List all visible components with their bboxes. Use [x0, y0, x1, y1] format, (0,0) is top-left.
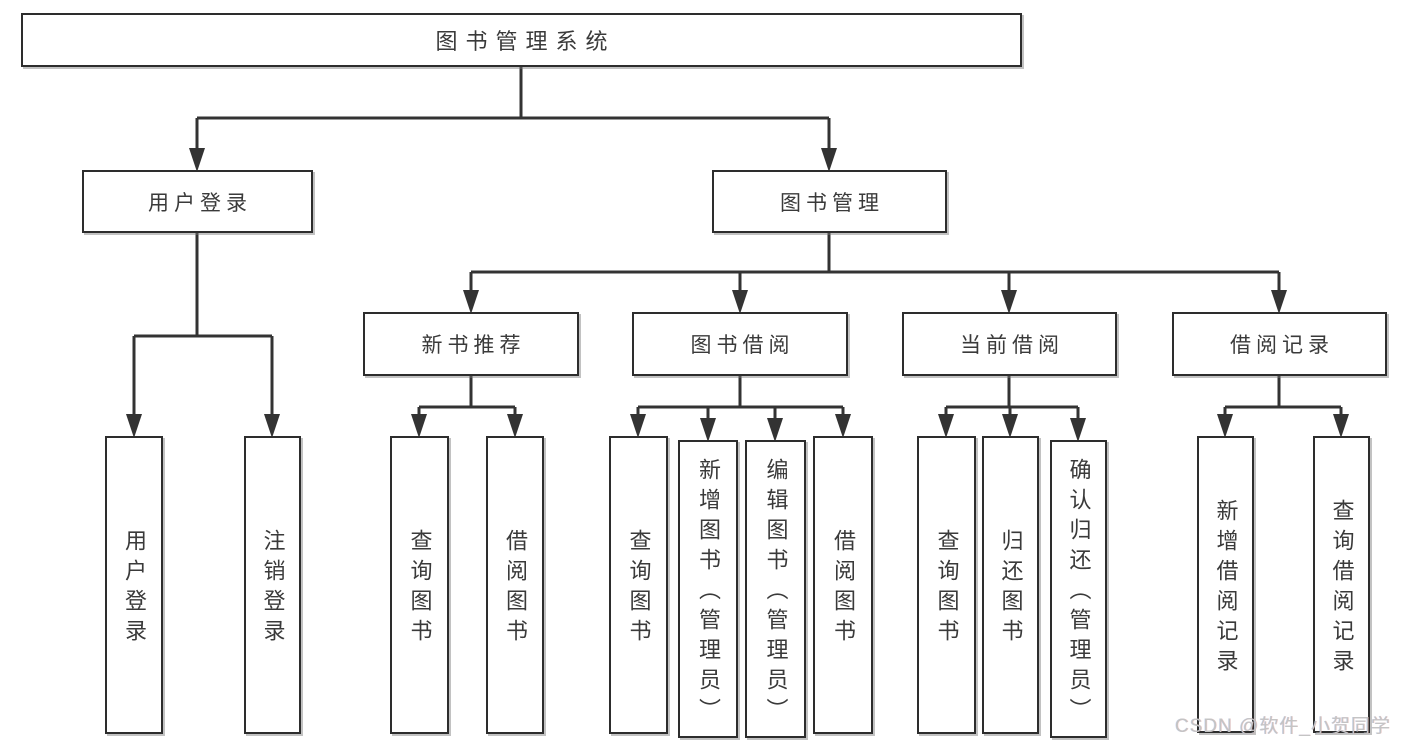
arrowhead-down-icon [126, 414, 142, 438]
node-label-leaf-cb-return-book: 归还图书 [998, 529, 1024, 649]
arrowhead-down-icon [1271, 290, 1287, 314]
arrowhead-down-icon [938, 414, 954, 438]
node-leaf-br-add-record: 新增借阅记录 [1197, 436, 1254, 733]
node-label-leaf-br-add-record: 新增借阅记录 [1213, 498, 1239, 679]
arrowhead-down-icon [507, 414, 523, 438]
arrowhead-down-icon [630, 414, 646, 438]
node-system-root: 图书管理系统 [21, 13, 1022, 67]
arrowhead-down-icon [1001, 290, 1017, 314]
node-leaf-cb-return-book: 归还图书 [982, 436, 1039, 734]
node-label-leaf-user-login: 用户登录 [122, 529, 147, 649]
node-branch-user-login: 用户登录 [82, 170, 313, 233]
node-leaf-nb-borrow-book: 借阅图书 [486, 436, 544, 734]
node-group-book-borrow: 图书借阅 [632, 312, 848, 376]
arrowhead-down-icon [1217, 414, 1233, 438]
node-label-leaf-bb-query-book: 查询图书 [626, 529, 652, 649]
arrowhead-down-icon [411, 414, 427, 438]
node-label-leaf-user-logout: 注销登录 [260, 529, 286, 649]
node-label-leaf-nb-query-book: 查询图书 [407, 529, 433, 649]
node-label-system-root: 图书管理系统 [435, 29, 616, 54]
node-leaf-bb-add-book: 新增图书（管理员） [678, 440, 738, 738]
node-label-group-current-borrow: 当前借阅 [960, 334, 1064, 357]
node-group-current-borrow: 当前借阅 [902, 312, 1117, 376]
node-label-leaf-bb-borrow-book: 借阅图书 [831, 529, 856, 649]
arrowhead-down-icon [189, 148, 205, 172]
node-branch-book-management: 图书管理 [712, 170, 947, 233]
node-leaf-cb-confirm-return: 确认归还（管理员） [1050, 440, 1107, 738]
node-label-leaf-cb-confirm-return: 确认归还（管理员） [1066, 458, 1092, 728]
node-leaf-br-query-record: 查询借阅记录 [1313, 436, 1370, 733]
node-label-leaf-nb-borrow-book: 借阅图书 [503, 529, 528, 649]
node-group-new-book: 新书推荐 [363, 312, 579, 376]
node-leaf-bb-borrow-book: 借阅图书 [813, 436, 873, 734]
arrowhead-down-icon [835, 414, 851, 438]
arrowhead-down-icon [264, 414, 280, 438]
node-leaf-user-login: 用户登录 [105, 436, 163, 734]
node-label-leaf-bb-edit-book: 编辑图书（管理员） [763, 458, 789, 728]
node-label-leaf-cb-query-book: 查询图书 [934, 529, 960, 649]
arrowhead-down-icon [732, 290, 748, 314]
arrowhead-down-icon [1002, 414, 1018, 438]
node-group-borrow-records: 借阅记录 [1172, 312, 1387, 376]
arrowhead-down-icon [463, 290, 479, 314]
arrowhead-down-icon [1070, 418, 1086, 442]
node-leaf-bb-query-book: 查询图书 [609, 436, 668, 734]
arrowhead-down-icon [767, 418, 783, 442]
node-label-leaf-br-query-record: 查询借阅记录 [1329, 498, 1355, 679]
node-label-branch-book-management: 图书管理 [780, 191, 884, 215]
arrowhead-down-icon [700, 418, 716, 442]
node-label-leaf-bb-add-book: 新增图书（管理员） [696, 458, 721, 728]
arrowhead-down-icon [821, 148, 837, 172]
node-leaf-nb-query-book: 查询图书 [390, 436, 449, 734]
node-label-group-book-borrow: 图书借阅 [690, 334, 795, 357]
node-leaf-bb-edit-book: 编辑图书（管理员） [745, 440, 806, 738]
node-label-group-new-book: 新书推荐 [421, 334, 526, 357]
arrowhead-down-icon [1333, 414, 1349, 438]
node-leaf-cb-query-book: 查询图书 [917, 436, 976, 734]
node-leaf-user-logout: 注销登录 [244, 436, 301, 734]
node-label-branch-user-login: 用户登录 [148, 191, 252, 215]
node-label-group-borrow-records: 借阅记录 [1230, 334, 1334, 357]
